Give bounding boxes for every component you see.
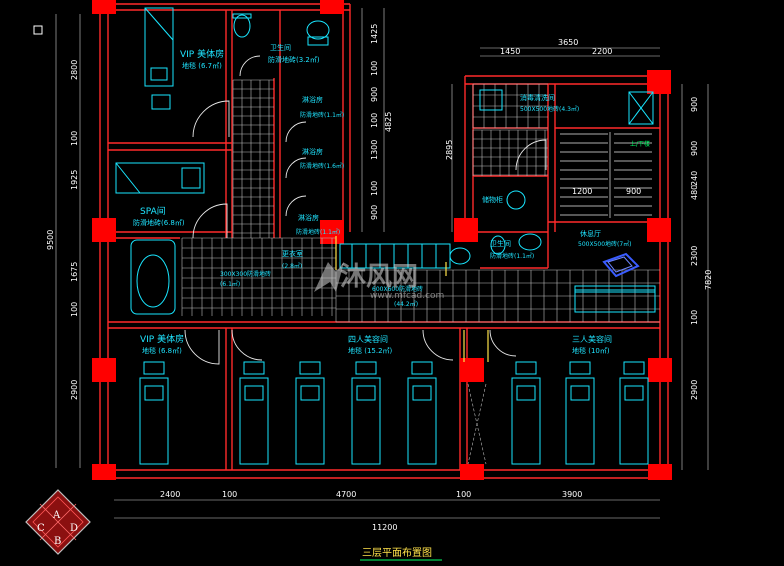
label-vip-top: VIP 美体房: [180, 48, 224, 60]
dim-right-6: 2900: [690, 380, 699, 400]
dim-bottom-1: 100: [222, 490, 237, 499]
dim-bottom-total: 11200: [372, 523, 397, 532]
lounge-table: [602, 252, 640, 278]
dim-stair-0: 1200: [572, 187, 592, 196]
dim-right-total: 7820: [704, 270, 713, 290]
label-toilet-top: 卫生间: [270, 43, 291, 52]
label-shower2: 淋浴房: [302, 147, 323, 156]
dim-bottom-0: 2400: [160, 490, 180, 499]
watermark: 沐风网 www.mfcad.com: [314, 262, 444, 301]
dim-bottom-2: 4700: [336, 490, 356, 499]
dim-bottom-3: 100: [456, 490, 471, 499]
abcd-logo: A B C D: [25, 489, 91, 555]
corner-marker: [33, 25, 43, 35]
columns: [92, 0, 672, 480]
dim-left-0: 2800: [70, 60, 79, 80]
logo-letter-d: D: [70, 523, 78, 534]
dim-left-5: 2900: [70, 380, 79, 400]
label-vip-bottom: VIP 美体房: [140, 333, 184, 345]
dim-right-1: 900: [690, 141, 699, 156]
label-corridor-left: 300X300防滑地砖: [220, 270, 271, 278]
dim-mid-total: 4825: [384, 112, 393, 132]
label-changing: 更衣室: [282, 249, 303, 258]
dim-top-0: 1450: [500, 47, 520, 56]
label-storage: 储物柜: [482, 195, 503, 204]
dim-right-4: 2300: [690, 246, 699, 266]
label-disinfect-floor: 500X500地砖(4.3㎡): [520, 105, 579, 113]
label-spa: SPA间: [140, 205, 166, 217]
dim-left-1: 100: [70, 131, 79, 146]
dim-left-3: 1675: [70, 262, 79, 282]
label-shower3-floor: 防滑地砖(1.1㎡): [296, 228, 340, 236]
label-disinfect: 消毒清洗间: [520, 93, 555, 102]
storage-cross: [467, 383, 487, 465]
room-labels: VIP 美体房 地毯 (6.7㎡) 卫生间 防滑地砖(3.2㎡) 淋浴房 防滑地…: [133, 43, 650, 355]
dim-top-total: 3650: [558, 38, 578, 47]
staircase: [560, 132, 652, 218]
label-lounge: 休息厅: [580, 229, 601, 238]
dim-right-3: 480: [690, 185, 699, 200]
dim-right-5: 100: [690, 310, 699, 325]
dim-right-upper: 2895: [445, 140, 454, 160]
dim-mid-4: 1300: [370, 140, 379, 160]
label-shower1: 淋浴房: [302, 95, 323, 104]
dim-mid-6: 900: [370, 205, 379, 220]
label-lounge-floor: 500X500地砖(7㎡): [578, 240, 632, 248]
label-shower1-floor: 防滑地砖(1.1㎡): [300, 111, 344, 119]
dim-mid-5: 100: [370, 181, 379, 196]
dim-right-0: 900: [690, 97, 699, 112]
dim-left-2: 1925: [70, 170, 79, 190]
dimension-labels: 2800 100 1925 1675 100 2900 9500 2400 100 4700 100…: [46, 24, 713, 532]
furniture: [115, 7, 656, 465]
dimension-lines: [55, 8, 709, 519]
label-vip-top-floor: 地毯 (6.7㎡): [182, 61, 222, 70]
dim-left-4: 100: [70, 302, 79, 317]
label-toilet-right: 卫生间: [490, 239, 511, 248]
logo-letter-a: A: [52, 510, 61, 521]
label-spa-floor: 防滑地砖(6.8㎡): [133, 218, 185, 227]
floor-tiles: [181, 79, 660, 323]
dim-top-1: 2200: [592, 47, 612, 56]
dim-mid-1: 100: [370, 61, 379, 76]
dim-right-2: 240: [690, 171, 699, 186]
watermark-text: 沐风网: [340, 262, 418, 292]
dim-left-total: 9500: [46, 230, 55, 250]
logo-letter-b: B: [54, 536, 61, 547]
label-corridor-mid-area: (44.2㎡): [394, 300, 418, 308]
glass-partitions: [335, 236, 489, 362]
dim-bottom-4: 3900: [562, 490, 582, 499]
label-three-bed-floor: 地毯 (10㎡): [572, 346, 610, 355]
dim-mid-3: 100: [370, 113, 379, 128]
label-four-bed-floor: 地毯 (15.2㎡): [348, 346, 393, 355]
label-shower2-floor: 防滑地砖(1.6㎡): [300, 162, 344, 170]
label-three-bed: 三人美容间: [572, 334, 612, 344]
label-changing-floor: (2.8㎡): [282, 262, 302, 270]
label-shower3: 淋浴房: [298, 213, 319, 222]
label-toilet-top-floor: 防滑地砖(3.2㎡): [268, 55, 320, 64]
label-stairs: 上/下楼: [630, 140, 650, 148]
label-four-bed: 四人美容间: [348, 334, 388, 344]
dim-mid-0: 1425: [370, 24, 379, 44]
doors: [184, 55, 547, 365]
label-toilet-right-floor: 防滑地砖(1.1㎡): [490, 252, 534, 260]
label-corridor-left-area: (6.1㎡): [220, 280, 240, 288]
label-vip-bottom-floor: 地毯 (6.8㎡): [142, 346, 182, 355]
logo-letter-c: C: [37, 523, 45, 534]
watermark-url: www.mfcad.com: [370, 291, 444, 301]
label-corridor-mid: 600X600防滑地砖: [372, 285, 423, 293]
dim-mid-2: 900: [370, 87, 379, 102]
drawing-title: 三层平面布置图: [362, 547, 432, 559]
dim-stair-1: 900: [626, 187, 641, 196]
